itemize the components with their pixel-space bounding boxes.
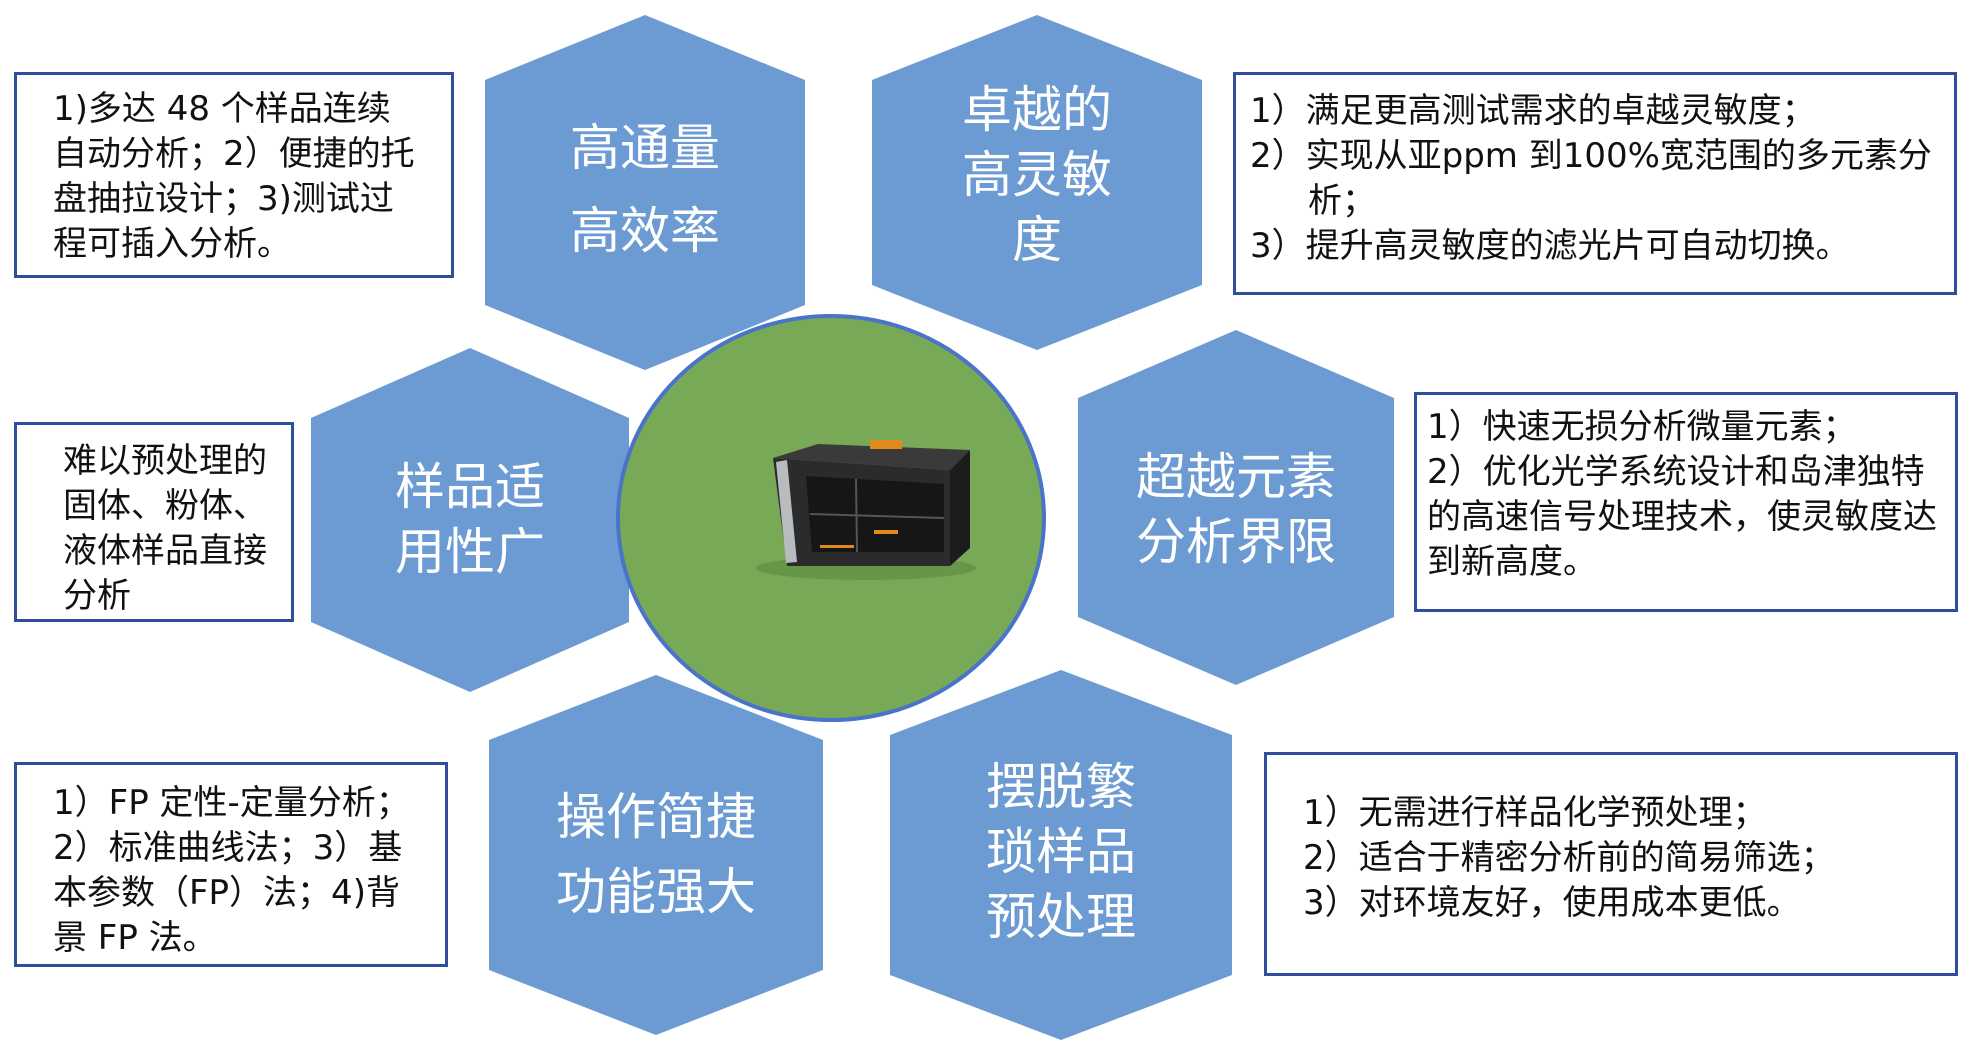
hexagon-high-throughput — [485, 15, 805, 370]
description-box-sensitivity: 1）满足更高测试需求的卓越灵敏度； 2）实现从亚ppm 到100%宽范围的多元素… — [1233, 72, 1957, 295]
description-line: 3）提升高灵敏度的滤光片可自动切换。 — [1250, 225, 1850, 266]
hexagon-sensitivity — [872, 15, 1202, 350]
description-line: 3）对环境友好，使用成本更低。 — [1303, 882, 1801, 923]
hex-label-operation: 操作简捷 功能强大 — [489, 760, 823, 950]
description-line: 难以预处理的固体、粉体、液体样品直接分析 — [63, 441, 267, 616]
description-box-high-throughput: 1)多达 48 个样品连续自动分析；2）便捷的托盘抽拉设计；3)测试过程可插入分… — [14, 72, 454, 278]
hex-label-line: 高效率 — [570, 202, 720, 260]
hex-label-pretreatment: 摆脱繁 琐样品 预处理 — [890, 740, 1232, 965]
description-line: 1）FP 定性-定量分析；2）标准曲线法；3）基本参数（FP）法；4)背景 FP… — [53, 783, 410, 958]
hex-label-line: 摆脱繁 — [986, 758, 1136, 816]
hex-label-line: 卓越的 — [962, 80, 1112, 139]
hex-label-element-limit: 超越元素 分析界限 — [1078, 420, 1394, 600]
hex-label-sensitivity: 卓越的 高灵敏 度 — [872, 70, 1202, 280]
description-line: 1）无需进行样品化学预处理； — [1303, 793, 1767, 833]
description-line: 2）优化光学系统设计和岛津独特的高速信号处理技术，使灵敏度达到新高度。 — [1427, 451, 1937, 582]
hex-label-high-throughput: 高通量 高效率 — [485, 90, 805, 290]
description-box-pretreatment: 1）无需进行样品化学预处理； 2）适合于精密分析前的简易筛选； 3）对环境友好，… — [1264, 752, 1958, 976]
description-line: 2）实现从亚ppm 到100%宽范围的多元素分析； — [1250, 135, 1932, 221]
description-line: 1)多达 48 个样品连续自动分析；2）便捷的托盘抽拉设计；3)测试过程可插入分… — [53, 89, 415, 264]
hex-label-line: 度 — [1012, 210, 1062, 269]
hex-label-line: 预处理 — [986, 888, 1136, 946]
hex-label-line: 用性广 — [395, 523, 545, 581]
description-box-sample-range: 难以预处理的固体、粉体、液体样品直接分析 — [14, 422, 294, 622]
benchtop-xrf-analyzer-photo — [756, 440, 976, 580]
hexagon-element-limit — [1078, 330, 1394, 685]
hexagon-sample-range — [311, 348, 629, 692]
hex-label-line: 超越元素 — [1136, 448, 1336, 506]
description-line: 2）适合于精密分析前的简易筛选； — [1303, 837, 1835, 878]
description-line: 1）快速无损分析微量元素； — [1427, 407, 1857, 447]
description-box-operation: 1）FP 定性-定量分析；2）标准曲线法；3）基本参数（FP）法；4)背景 FP… — [14, 762, 448, 967]
hex-label-line: 高灵敏 — [962, 145, 1112, 204]
description-line: 1）满足更高测试需求的卓越灵敏度； — [1250, 91, 1816, 131]
hex-label-line: 操作简捷 — [556, 788, 756, 846]
hexagon-operation — [489, 675, 823, 1035]
hexagon-pretreatment — [890, 670, 1232, 1040]
hex-label-line: 高通量 — [570, 119, 720, 177]
hex-label-line: 样品适 — [395, 458, 545, 516]
hex-label-line: 功能强大 — [556, 863, 756, 921]
hex-label-line: 分析界限 — [1136, 513, 1336, 571]
hex-label-line: 琐样品 — [986, 823, 1136, 881]
hex-label-sample-range: 样品适 用性广 — [311, 430, 629, 610]
description-box-element-limit: 1）快速无损分析微量元素； 2）优化光学系统设计和岛津独特的高速信号处理技术，使… — [1414, 392, 1958, 612]
